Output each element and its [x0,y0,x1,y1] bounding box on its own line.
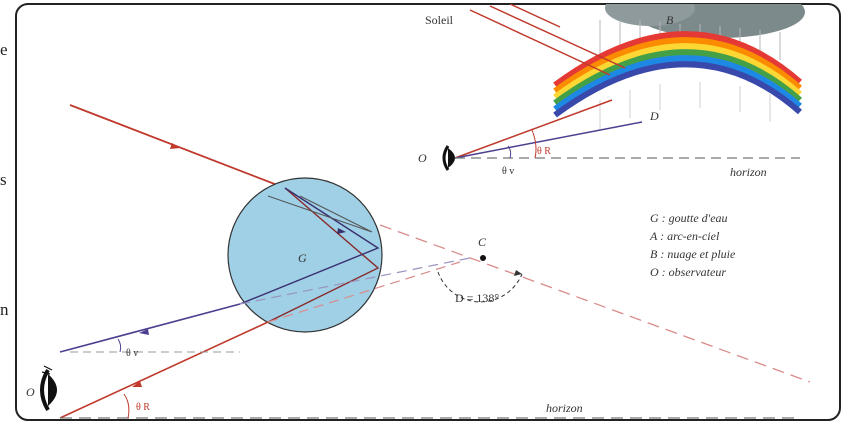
inset-red-ray [454,99,613,159]
inset-observer-eye [442,145,455,171]
exit-violet-ray [59,303,241,353]
incoming-ray-arrow [170,143,180,149]
red-back-projection [267,261,461,323]
cloud-shape-2 [605,4,695,26]
main-observer-label: O [26,385,35,399]
drop-label: G [298,251,307,265]
inset-angle-violet-label: θ v [502,166,514,177]
inset-horizon-label: horizon [730,165,767,179]
inset-drop-label: D [649,109,659,123]
main-observer-eye [40,365,57,412]
inset-scene: B [418,4,805,179]
internal-arrow [337,228,346,234]
inset-violet-ray [454,121,643,159]
internal-violet-path [239,187,380,305]
internal-red-path [267,187,380,323]
figure-frame [15,3,841,421]
margin-letter-2: s [0,170,7,189]
exit-violet-arrow [139,329,149,335]
exit-red-arrow [132,381,142,387]
main-angle-arc-violet [117,338,122,353]
inset-angle-arc-red [531,129,537,159]
incident-continuation [379,224,811,383]
violet-back-projection [239,257,471,305]
legend: G : goutte d'eau A : arc-en-ciel B : nua… [649,211,736,279]
cloud-shape [635,4,805,38]
legend-item-rainbow: A : arc-en-ciel [649,229,720,243]
point-c-label: C [478,235,487,249]
inset-angle-red-label: θ R [537,146,551,157]
exit-red-ray [59,321,269,419]
inset-angle-arc-violet [507,145,512,159]
inset-sun-rays [469,4,626,76]
point-c [480,255,486,261]
legend-item-drop: G : goutte d'eau [650,211,728,225]
main-angle-violet-label: θ v [126,348,138,359]
rain-below-arc [599,82,771,130]
deviation-label: D = 138° [455,291,499,305]
margin-letter-1: e [0,40,8,59]
deviation-arc [437,271,523,303]
sun-label: Soleil [425,13,454,27]
main-angle-arc-red [123,393,130,419]
main-angle-red-label: θ R [136,402,150,413]
main-horizon-label: horizon [546,401,583,415]
margin-letter-3: n [0,300,9,319]
rainbow-arc [553,31,802,118]
legend-item-cloud: B : nuage et pluie [650,247,736,261]
legend-item-observer: O : observateur [650,265,726,279]
main-scene: G C D = 138° [26,104,811,419]
inset-observer-label: O [418,151,427,165]
cloud-label: B [666,13,674,27]
internal-extra-path [267,195,373,233]
deviation-arrow [514,270,522,276]
